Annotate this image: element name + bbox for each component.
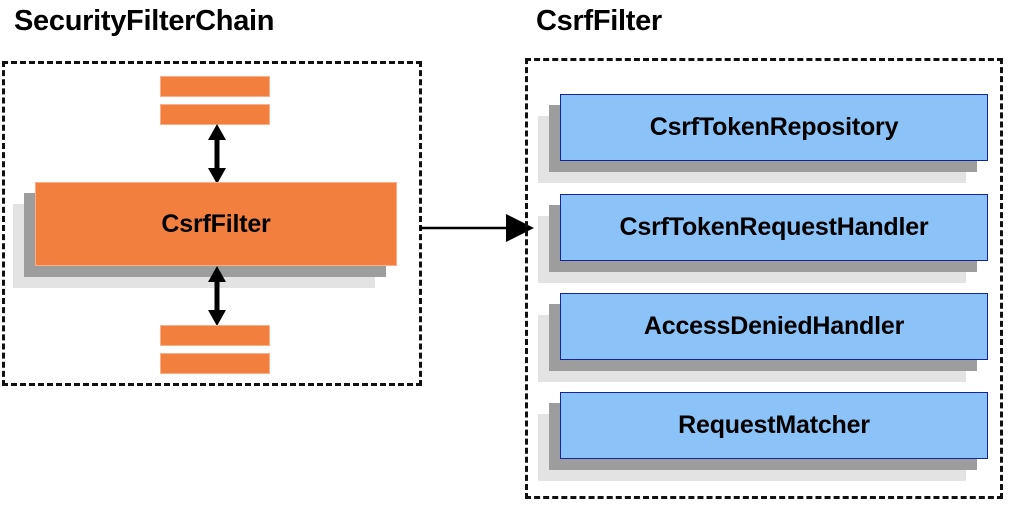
arrow-up-down-above-csrffilter <box>208 124 226 184</box>
filter-stub-top-2 <box>160 104 270 125</box>
collaborator-face: AccessDeniedHandler <box>560 293 988 360</box>
arrow-csrffilter-to-detail <box>420 214 534 242</box>
collaborator-node-access-denied-handler[interactable]: AccessDeniedHandler <box>538 293 988 382</box>
collaborator-label: CsrfTokenRepository <box>649 113 899 141</box>
collaborator-label: AccessDeniedHandler <box>643 312 905 340</box>
collaborator-node-csrf-token-repository[interactable]: CsrfTokenRepository <box>538 94 988 183</box>
csrf-filter-face: CsrfFilter <box>35 182 397 266</box>
collaborator-face: RequestMatcher <box>560 392 988 459</box>
filter-stub-bottom-1 <box>160 325 270 346</box>
collaborator-node-request-matcher[interactable]: RequestMatcher <box>538 392 988 481</box>
page-title-csrf-filter: CsrfFilter <box>536 5 662 37</box>
filter-stub-top-1 <box>160 76 270 97</box>
collaborator-label: CsrfTokenRequestHandler <box>619 213 929 241</box>
collaborator-label: RequestMatcher <box>678 411 870 439</box>
csrf-filter-detail-panel <box>525 58 1003 499</box>
arrow-up-down-below-csrffilter <box>208 266 226 326</box>
collaborator-node-csrf-token-request-handler[interactable]: CsrfTokenRequestHandler <box>538 194 988 283</box>
collaborator-face: CsrfTokenRepository <box>560 94 988 161</box>
csrf-filter-node[interactable]: CsrfFilter <box>13 182 397 288</box>
page-title-security-filter-chain: SecurityFilterChain <box>14 5 275 37</box>
security-filter-chain-panel <box>2 61 422 386</box>
csrf-filter-label: CsrfFilter <box>161 209 271 238</box>
collaborator-face: CsrfTokenRequestHandler <box>560 194 988 261</box>
filter-stub-bottom-2 <box>160 353 270 374</box>
